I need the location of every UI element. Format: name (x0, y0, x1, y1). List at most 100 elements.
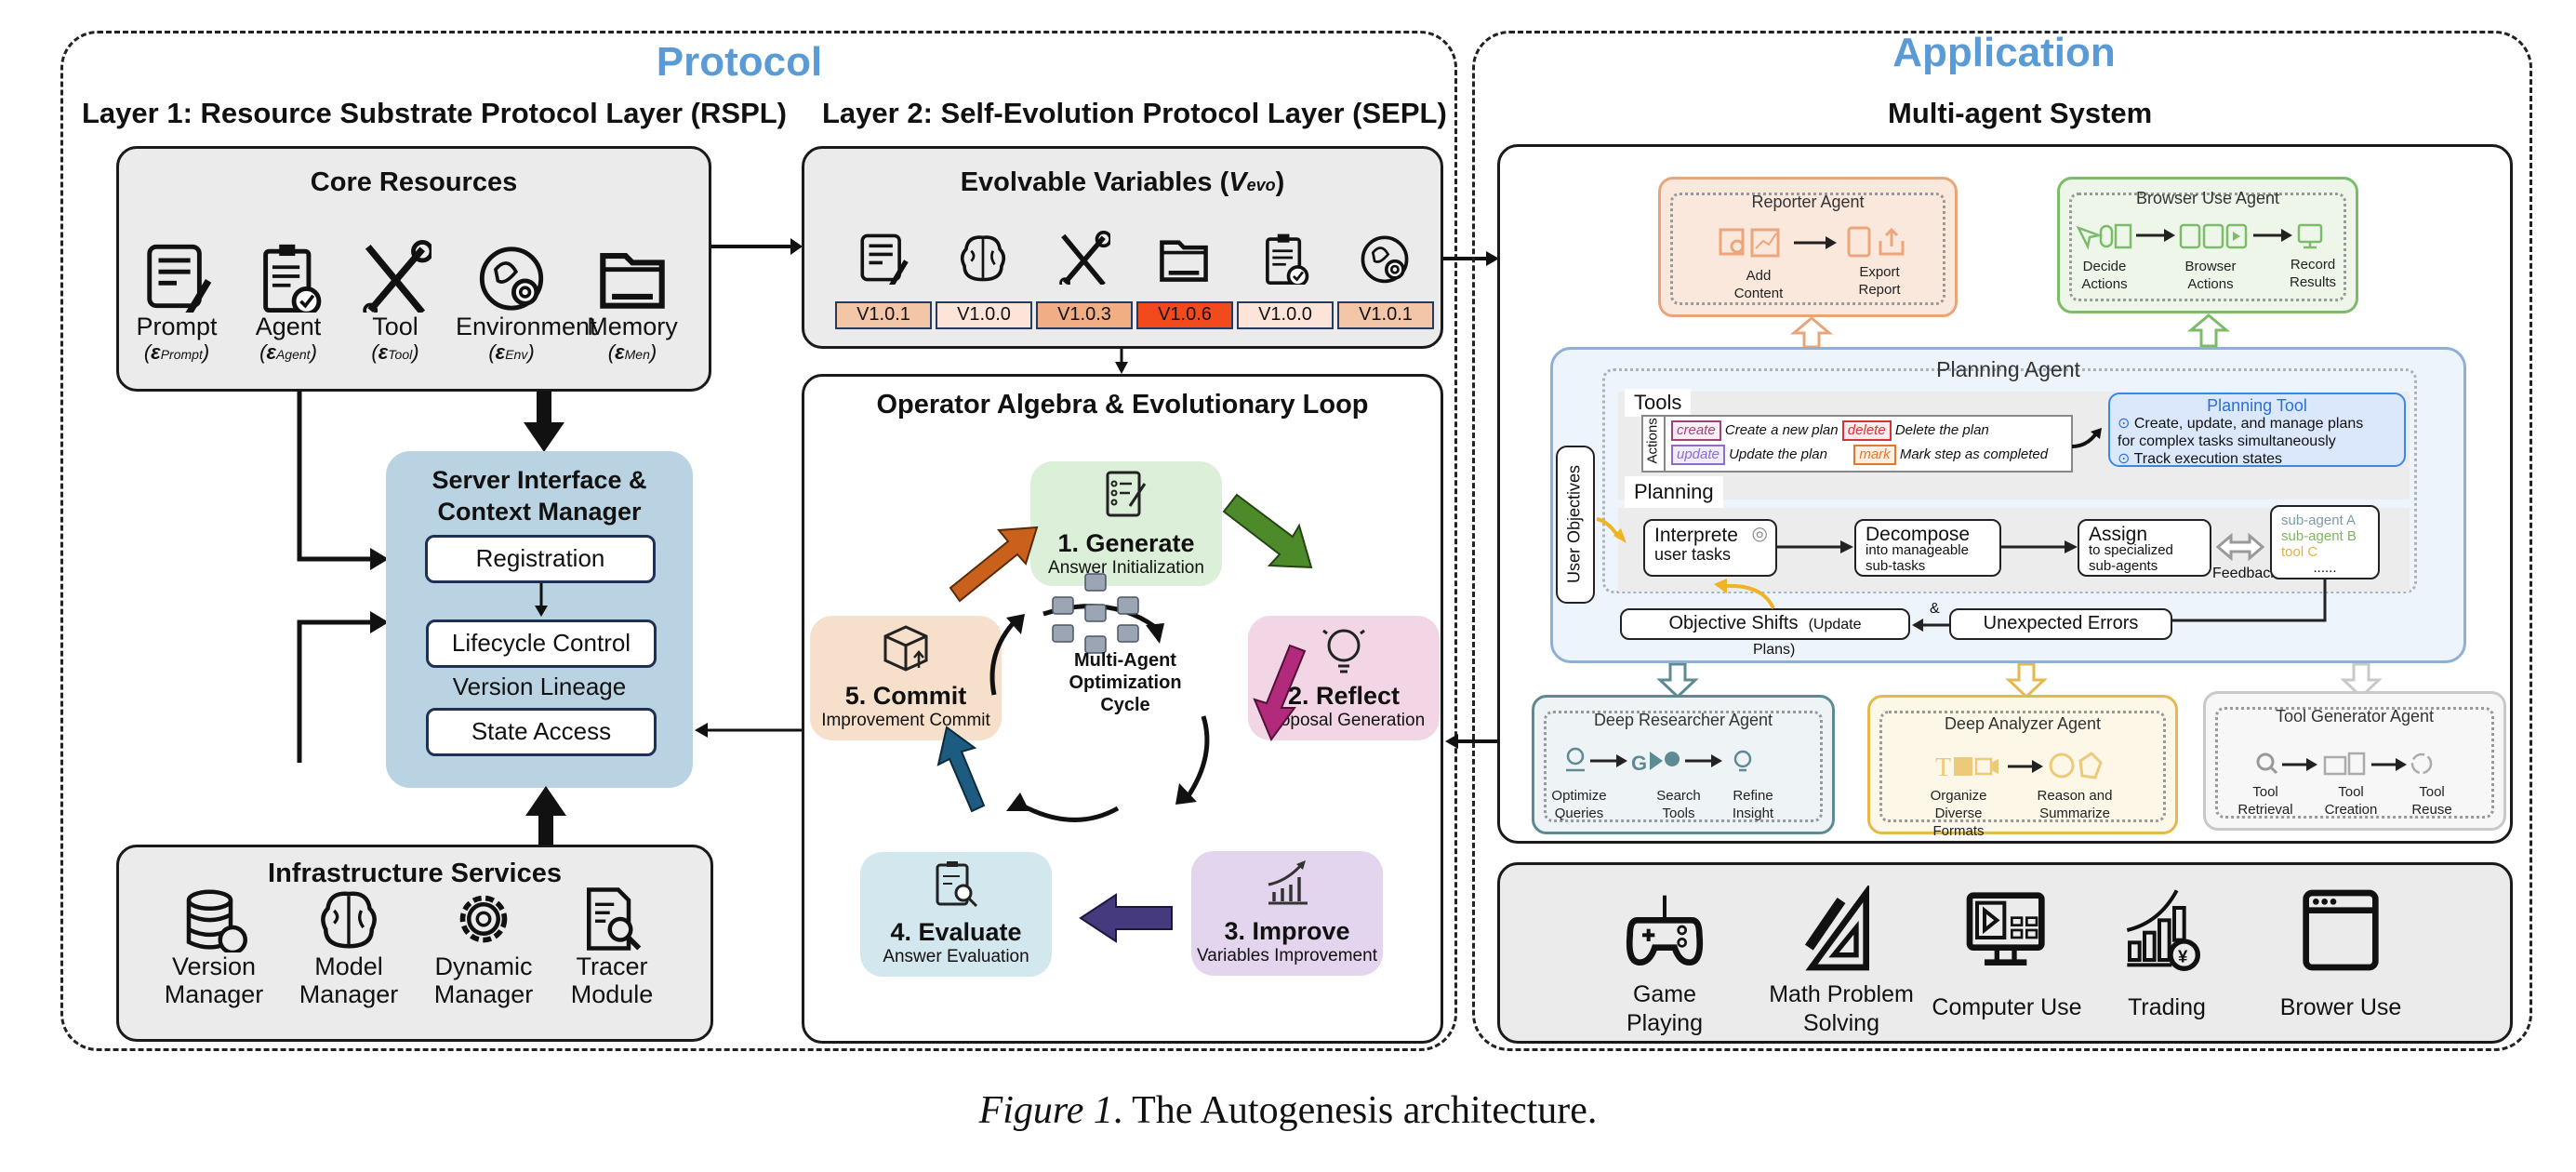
action-tag-mark[interactable]: mark (1853, 445, 1896, 465)
core-resource-symbol: (εMen) (607, 340, 657, 364)
step-reflect-sub: Proposal Generation (1262, 711, 1426, 730)
tool-generator-agent-card[interactable]: Tool Generator Agent Tool Retrieval Tool… (2203, 691, 2506, 831)
step-generate[interactable]: 1. Generate Answer Initialization (1030, 461, 1222, 586)
planning-agent-name: Planning Agent (1936, 357, 2080, 381)
agent-icon (1266, 233, 1309, 287)
version-lineage-label: Version Lineage (452, 673, 627, 700)
step-improve[interactable]: 3. Improve Variables Improvement (1191, 851, 1383, 976)
application-label-line1: Game (1632, 981, 1697, 1007)
reporter-step-export: Export Report (1858, 264, 1901, 298)
prompt-icon (147, 244, 212, 313)
application-trading[interactable]: ¥Trading (2083, 884, 2251, 1022)
step-commit[interactable]: 5. Commit Improvement Commit (810, 616, 1002, 740)
interprete-box[interactable]: Interprete user tasks ◎ (1643, 519, 1777, 577)
arrow-planning-to-researcher (1656, 663, 1699, 699)
deep-analyzer-agent-card[interactable]: Deep Analyzer Agent T Organize Diverse F… (1867, 695, 2178, 839)
arrow-actions-to-planning-tool (2071, 428, 2102, 448)
step-improve-sub: Variables Improvement (1197, 946, 1377, 966)
infrastructure-title: Infrastructure Services (268, 859, 562, 888)
browser-actions-icon (2179, 223, 2248, 249)
registration-box[interactable]: Registration (425, 535, 656, 583)
evolvable-variable-2 (1056, 231, 1112, 289)
add-content-icon (1719, 228, 1780, 258)
database-icon (186, 889, 247, 952)
application-brower-use[interactable]: Brower Use (2257, 884, 2424, 1022)
core-resource-label: Memory (587, 313, 678, 340)
check-circle-icon: ⊙ (2118, 416, 2131, 432)
version-badge: V1.0.0 (1237, 301, 1334, 329)
core-resource-prompt[interactable]: Prompt(εPrompt) (121, 240, 232, 365)
state-access-box[interactable]: State Access (426, 708, 657, 756)
deep-researcher-agent-card[interactable]: Deep Researcher Agent G Optimize Queries… (1532, 695, 1835, 834)
protocol-region (60, 31, 1457, 1051)
infra-label-line2: Manager (164, 980, 264, 1008)
planning-agent-card[interactable]: Planning Agent Tools Actions create Crea… (1550, 347, 2466, 663)
assign-box[interactable]: Assign to specialized sub-agents (2078, 519, 2211, 577)
core-resource-environment[interactable]: Environment(εEnv) (456, 240, 597, 365)
arrow-shifts-to-interprete (1714, 579, 1775, 609)
step-evaluate[interactable]: 4. Evaluate Answer Evaluation (860, 852, 1052, 977)
evolvable-variable-5 (1358, 231, 1412, 289)
analyzer-step-organize: Organize Diverse Formats (1930, 788, 1987, 839)
export-report-icon (1847, 226, 1905, 258)
tool-icon (1059, 231, 1112, 289)
objective-shifts-box[interactable]: Objective Shifts (Update (1620, 608, 1910, 640)
infra-label-line2: Manager (433, 980, 534, 1008)
action-tag-delete[interactable]: delete (1841, 420, 1892, 441)
action-tag-create[interactable]: create (1671, 420, 1721, 441)
lifecycle-control-box[interactable]: Lifecycle Control (426, 619, 657, 668)
update-plans-label: Plans) (1753, 642, 1796, 658)
arrow-registration-to-lifecycle (535, 583, 548, 617)
infra-label-line1: Version (171, 952, 257, 980)
core-resource-symbol: (εEnv) (488, 340, 535, 364)
action-tag-update[interactable]: update (1671, 445, 1725, 465)
package-upload-icon (883, 625, 928, 672)
trading-chart-icon: ¥ (2126, 889, 2200, 971)
version-badge: V1.0.6 (1136, 301, 1233, 329)
application-computer-use[interactable]: Computer Use (1923, 884, 2091, 1022)
browser-agent-card[interactable]: Browser Use Agent Decide Actions Browser… (2057, 177, 2358, 313)
arrow-commit-to-generate (949, 526, 1039, 603)
core-resource-label: Prompt (136, 313, 218, 340)
decompose-box[interactable]: Decompose into manageable sub-tasks (1854, 519, 2001, 577)
lightbulb-icon (1322, 629, 1365, 673)
arrow-reflect-to-improve (1253, 644, 1307, 742)
toolgen-step-retrieval: Tool Retrieval (2237, 784, 2293, 818)
reporter-agent-card[interactable]: Reporter Agent Add Content Export Report (1658, 177, 1958, 317)
actions-label: Actions (1644, 418, 1661, 464)
action-desc-mark: Mark step as completed (1899, 446, 2049, 462)
step-evaluate-title: 4. Evaluate (890, 918, 1022, 946)
unexpected-errors-box[interactable]: Unexpected Errors (1949, 608, 2172, 640)
feedback-double-arrow-icon (2216, 532, 2264, 562)
decide-actions-icon (2076, 223, 2132, 250)
evolvable-variable-4 (1257, 231, 1311, 289)
planning-tool-box[interactable]: Planning Tool ⊙ Create, update, and mana… (2108, 393, 2406, 467)
step-improve-title: 3. Improve (1224, 917, 1350, 945)
arrow-decompose-to-assign (2001, 540, 2078, 553)
core-resource-tool[interactable]: Tool(εTool) (339, 240, 451, 365)
browser-step-record: Record Results (2289, 257, 2337, 290)
svg-text:¥: ¥ (2178, 947, 2188, 966)
planning-label: Planning (1625, 476, 1723, 508)
check-circle-icon: ⊙ (2118, 451, 2131, 467)
subagent-more: ...... (2313, 560, 2337, 576)
arrow-interprete-to-decompose (1777, 540, 1853, 553)
deep-researcher-name: Deep Researcher Agent (1593, 711, 1773, 729)
server-interface-box: Server Interface & Context Manager Regis… (386, 451, 693, 788)
core-resource-agent[interactable]: Agent(εAgent) (232, 240, 344, 365)
evolvable-title: Evolvable Variables (Vevo) (960, 167, 1285, 197)
actions-panel: Actions create Create a new plan delete … (1641, 415, 2073, 473)
arrow-infra-to-server (525, 786, 566, 847)
researcher-step-refine: Refine Insight (1732, 788, 1774, 821)
operator-loop-title: Operator Algebra & Evolutionary Loop (876, 390, 1369, 420)
arrow-application-to-loop (1445, 734, 1499, 749)
core-resource-memory[interactable]: Memory(εMen) (577, 240, 688, 365)
arrow-core-to-evolvable (711, 238, 803, 255)
step-commit-title: 5. Commit (844, 682, 967, 710)
